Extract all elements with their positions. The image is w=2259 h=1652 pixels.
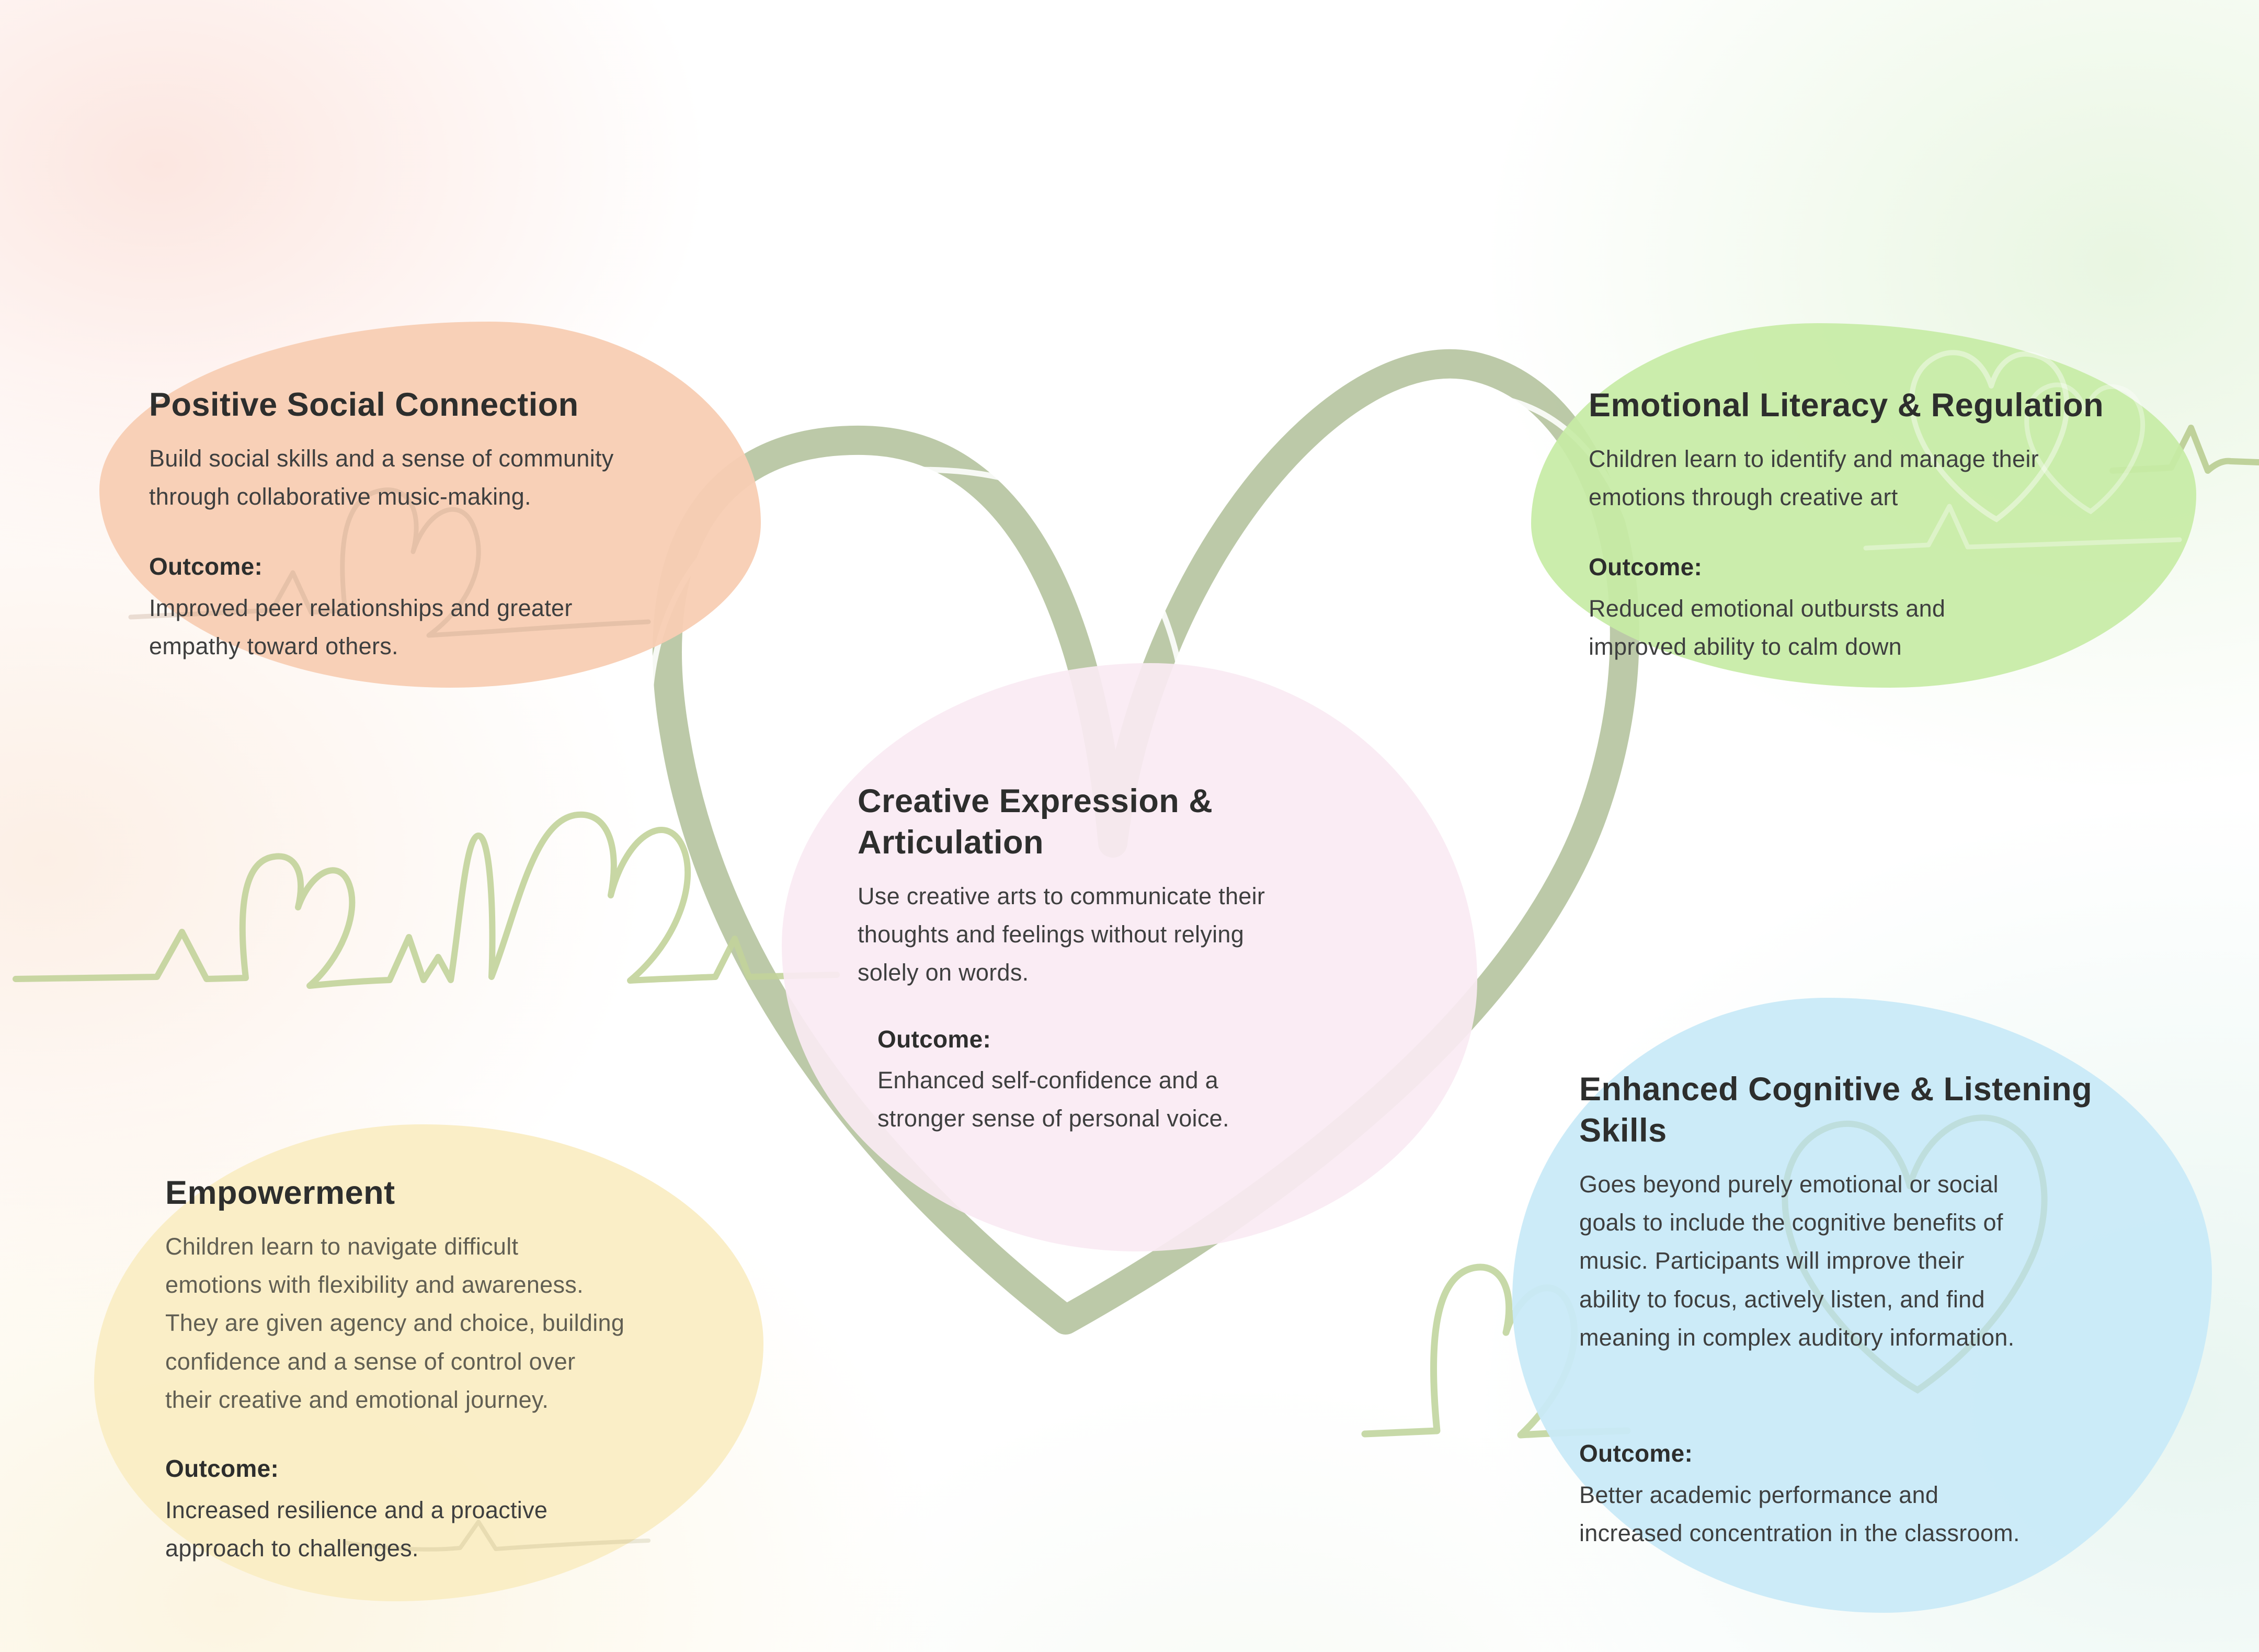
- card-title: Enhanced Cognitive & Listening Skills: [1579, 1071, 2093, 1149]
- card-title: Empowerment: [165, 1175, 395, 1211]
- card-description: Build social skills and a sense of commu…: [149, 445, 614, 510]
- card-description: Use creative arts to communicate their t…: [858, 882, 1265, 986]
- card-title: Positive Social Connection: [149, 386, 579, 423]
- card-title: Creative Expression & Articulation: [858, 783, 1213, 861]
- outcome-label: Outcome:: [1579, 1440, 1693, 1467]
- outcome-label: Outcome:: [165, 1455, 279, 1483]
- card-outcome: Reduced emotional outbursts and improved…: [1589, 595, 1946, 660]
- outcome-label: Outcome:: [149, 553, 263, 580]
- card-description: Children learn to identify and manage th…: [1589, 445, 2039, 511]
- card-empowerment: Empowerment Children learn to navigate d…: [94, 1124, 763, 1601]
- card-outcome: Improved peer relationships and greater …: [149, 594, 573, 660]
- card-enhanced-cognitive-listening-skills: Enhanced Cognitive & Listening Skills Go…: [1512, 998, 2212, 1613]
- card-outcome: Better academic performance and increase…: [1579, 1481, 2020, 1546]
- card-outcome: Increased resilience and a proactive app…: [165, 1496, 548, 1562]
- card-description: Goes beyond purely emotional or social g…: [1579, 1170, 2015, 1351]
- card-title: Emotional Literacy & Regulation: [1589, 387, 2104, 424]
- card-creative-expression-articulation: Creative Expression & Articulation Use c…: [782, 663, 1477, 1251]
- outcome-label: Outcome:: [877, 1025, 991, 1053]
- card-outcome: Enhanced self-confidence and a stronger …: [877, 1066, 1229, 1132]
- card-positive-social-connection: Positive Social Connection Build social …: [99, 322, 761, 688]
- heartbeat-line-left-icon: [13, 811, 840, 989]
- card-description: Children learn to navigate difficult emo…: [165, 1233, 625, 1414]
- card-emotional-literacy-regulation: Emotional Literacy & Regulation Children…: [1531, 323, 2196, 688]
- outcome-label: Outcome:: [1589, 553, 1703, 581]
